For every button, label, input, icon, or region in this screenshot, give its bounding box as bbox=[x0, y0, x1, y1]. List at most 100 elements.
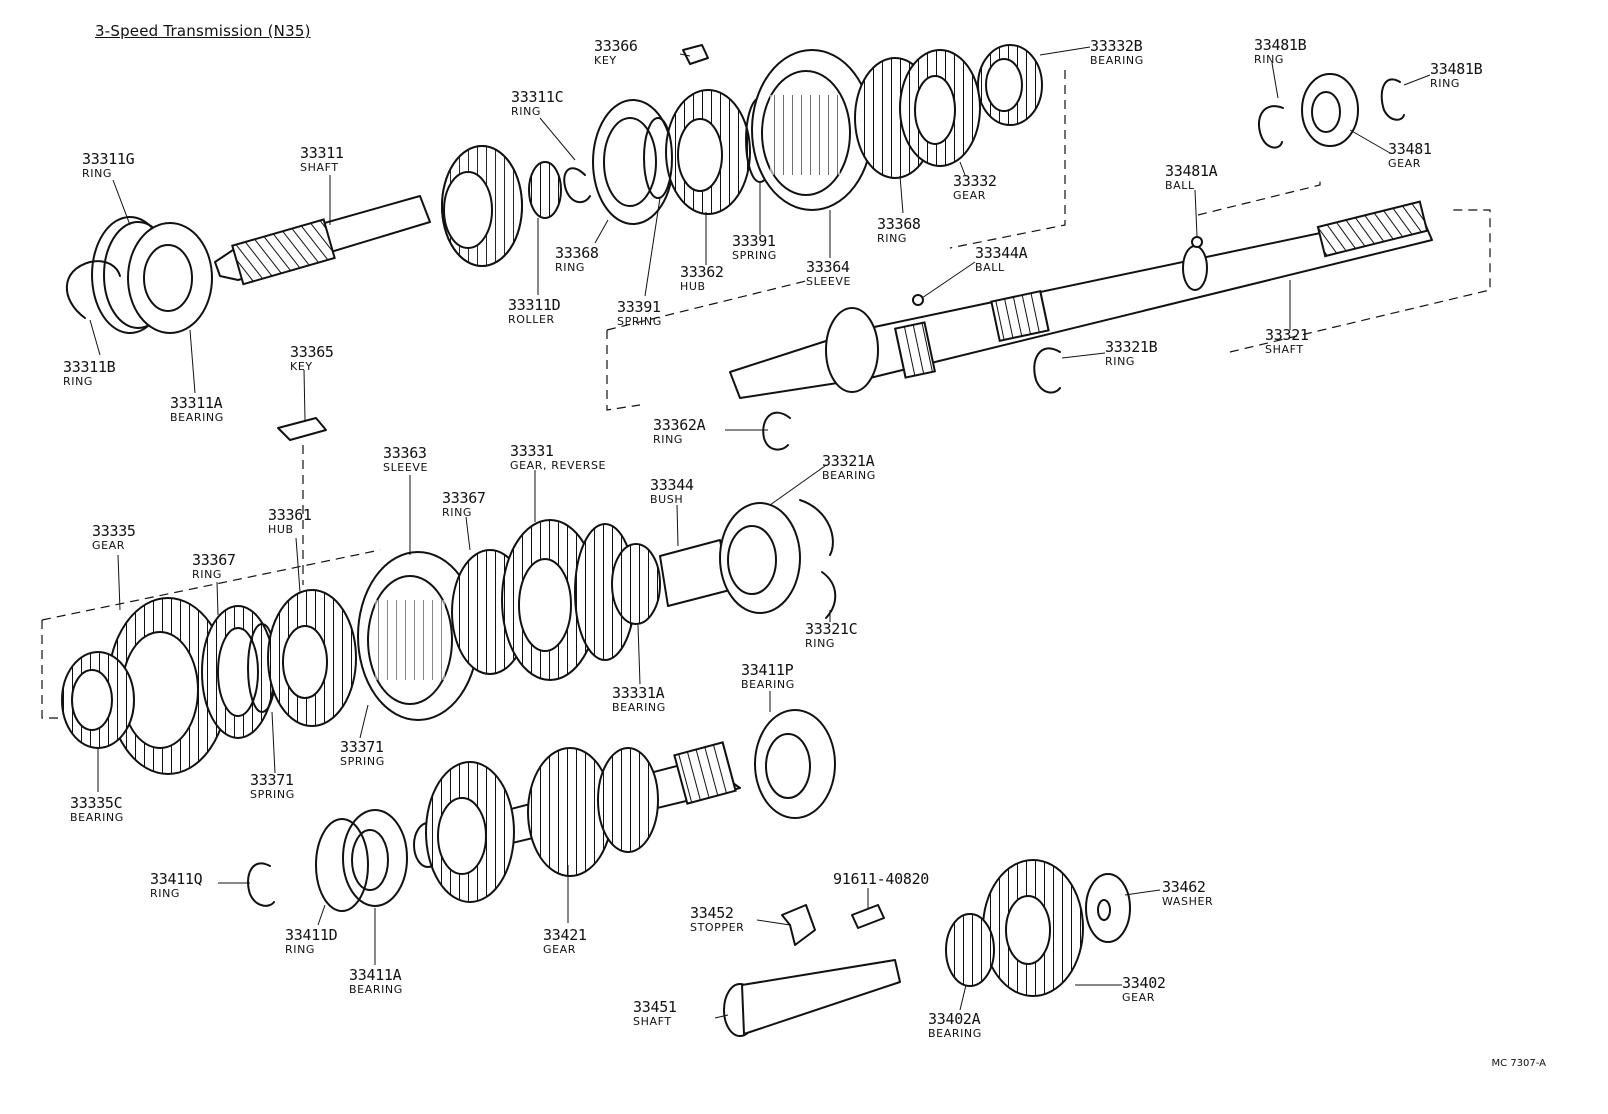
part-number: 33331A bbox=[612, 684, 665, 702]
part-name: RING bbox=[63, 375, 94, 388]
leader-lines bbox=[89, 46, 1431, 1019]
part-number: 33311 bbox=[300, 144, 344, 162]
part-number: 33361 bbox=[268, 506, 312, 524]
counter-gear-group bbox=[247, 709, 836, 912]
part-number: 33311B bbox=[63, 358, 116, 376]
part-number: 33481B bbox=[1254, 36, 1307, 54]
part-name: RING bbox=[805, 637, 836, 650]
part-name: RING bbox=[1254, 53, 1285, 66]
part-number: 33402 bbox=[1122, 974, 1166, 992]
part-number: 33335 bbox=[92, 522, 136, 540]
diagram-title: 3-Speed Transmission (N35) bbox=[95, 22, 311, 40]
part-name: SHAFT bbox=[1265, 343, 1304, 356]
part-name: SHAFT bbox=[633, 1015, 672, 1028]
part-name: BEARING bbox=[349, 983, 403, 996]
part-name: BEARING bbox=[1090, 54, 1144, 67]
part-name: RING bbox=[555, 261, 586, 274]
part-number: 33391 bbox=[732, 232, 776, 250]
part-name: SLEEVE bbox=[806, 275, 852, 288]
part-number: 33321B bbox=[1105, 338, 1158, 356]
part-number: 33367 bbox=[442, 489, 486, 507]
part-name: SPRING bbox=[617, 315, 662, 328]
part-number: 33391 bbox=[617, 298, 661, 316]
part-name: BEARING bbox=[822, 469, 876, 482]
reverse-idler-shaft-group bbox=[723, 859, 1131, 1037]
part-number: 33368 bbox=[877, 215, 921, 233]
part-name: BUSH bbox=[650, 493, 684, 506]
part-number: 33335C bbox=[70, 794, 123, 812]
callout-91611-40820: 91611-40820 bbox=[833, 872, 929, 888]
part-name: BEARING bbox=[928, 1027, 982, 1040]
part-number: 33332 bbox=[953, 172, 997, 190]
part-name: RING bbox=[150, 887, 181, 900]
part-number: 33364 bbox=[806, 258, 850, 276]
part-name: RING bbox=[192, 568, 223, 581]
part-name: GEAR bbox=[1388, 157, 1422, 170]
part-number: 33452 bbox=[690, 904, 734, 922]
part-number: 33331 bbox=[510, 442, 554, 460]
part-number: 33362A bbox=[653, 416, 706, 434]
part-name: SPRING bbox=[340, 755, 385, 768]
part-number: 33481B bbox=[1430, 60, 1483, 78]
part-name: GEAR bbox=[953, 189, 987, 202]
part-name: GEAR bbox=[1122, 991, 1156, 1004]
key-33366-shape bbox=[682, 44, 709, 65]
bearing-33331a-shape bbox=[611, 543, 661, 625]
part-name: GEAR bbox=[92, 539, 126, 552]
ring-33321c-shape bbox=[821, 571, 837, 619]
ring-33411d-shape bbox=[315, 818, 369, 912]
part-name: RING bbox=[442, 506, 473, 519]
upper-input-shaft-group bbox=[65, 44, 1066, 411]
part-name: BEARING bbox=[741, 678, 795, 691]
part-number: 33411D bbox=[285, 926, 338, 944]
part-name: HUB bbox=[268, 523, 294, 536]
ring-33411q-shape bbox=[247, 862, 275, 907]
part-number: 33311D bbox=[508, 296, 561, 314]
ring-33362a-shape bbox=[762, 411, 791, 451]
part-number: 33311G bbox=[82, 150, 135, 168]
ball-33344a-shape bbox=[912, 294, 924, 306]
part-number: 33332B bbox=[1090, 37, 1143, 55]
part-name: KEY bbox=[290, 360, 313, 373]
part-number: 33321 bbox=[1265, 326, 1309, 344]
part-name: BEARING bbox=[170, 411, 224, 424]
key-33365-shape bbox=[277, 417, 327, 441]
part-number: 33411A bbox=[349, 966, 402, 984]
part-number: 33421 bbox=[543, 926, 587, 944]
part-name: SLEEVE bbox=[383, 461, 429, 474]
part-name: BALL bbox=[975, 261, 1005, 274]
part-name: RING bbox=[653, 433, 684, 446]
part-name: RING bbox=[511, 105, 542, 118]
roller-33311d-shape bbox=[528, 161, 562, 219]
part-number: 33366 bbox=[594, 37, 638, 55]
